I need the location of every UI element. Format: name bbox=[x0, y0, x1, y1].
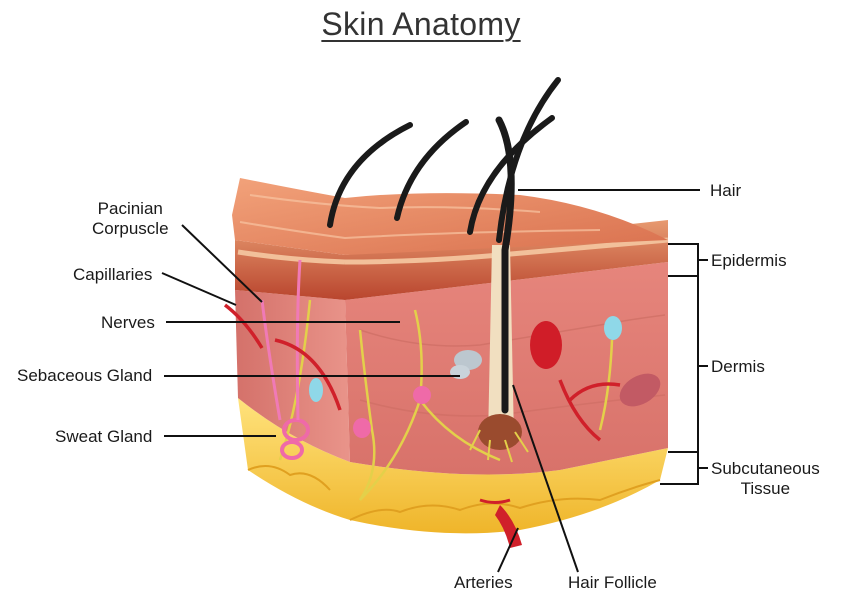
label-dermis: Dermis bbox=[711, 357, 765, 377]
label-nerves: Nerves bbox=[101, 313, 155, 333]
label-subcutaneous-tissue: Subcutaneous Tissue bbox=[711, 459, 820, 499]
label-arteries: Arteries bbox=[454, 573, 513, 593]
arrector-structure bbox=[530, 321, 562, 369]
label-epidermis: Epidermis bbox=[711, 251, 787, 271]
leader-capillaries bbox=[162, 273, 236, 305]
bracket-dermis bbox=[668, 276, 698, 452]
label-sebaceous-gland: Sebaceous Gland bbox=[17, 366, 152, 386]
label-hair: Hair bbox=[710, 181, 741, 201]
label-hair-follicle: Hair Follicle bbox=[568, 573, 657, 593]
label-capillaries: Capillaries bbox=[73, 265, 152, 285]
bracket-epidermis bbox=[668, 244, 698, 276]
label-pacinian-corpuscle: Pacinian Corpuscle bbox=[92, 199, 169, 239]
label-sweat-gland: Sweat Gland bbox=[55, 427, 152, 447]
